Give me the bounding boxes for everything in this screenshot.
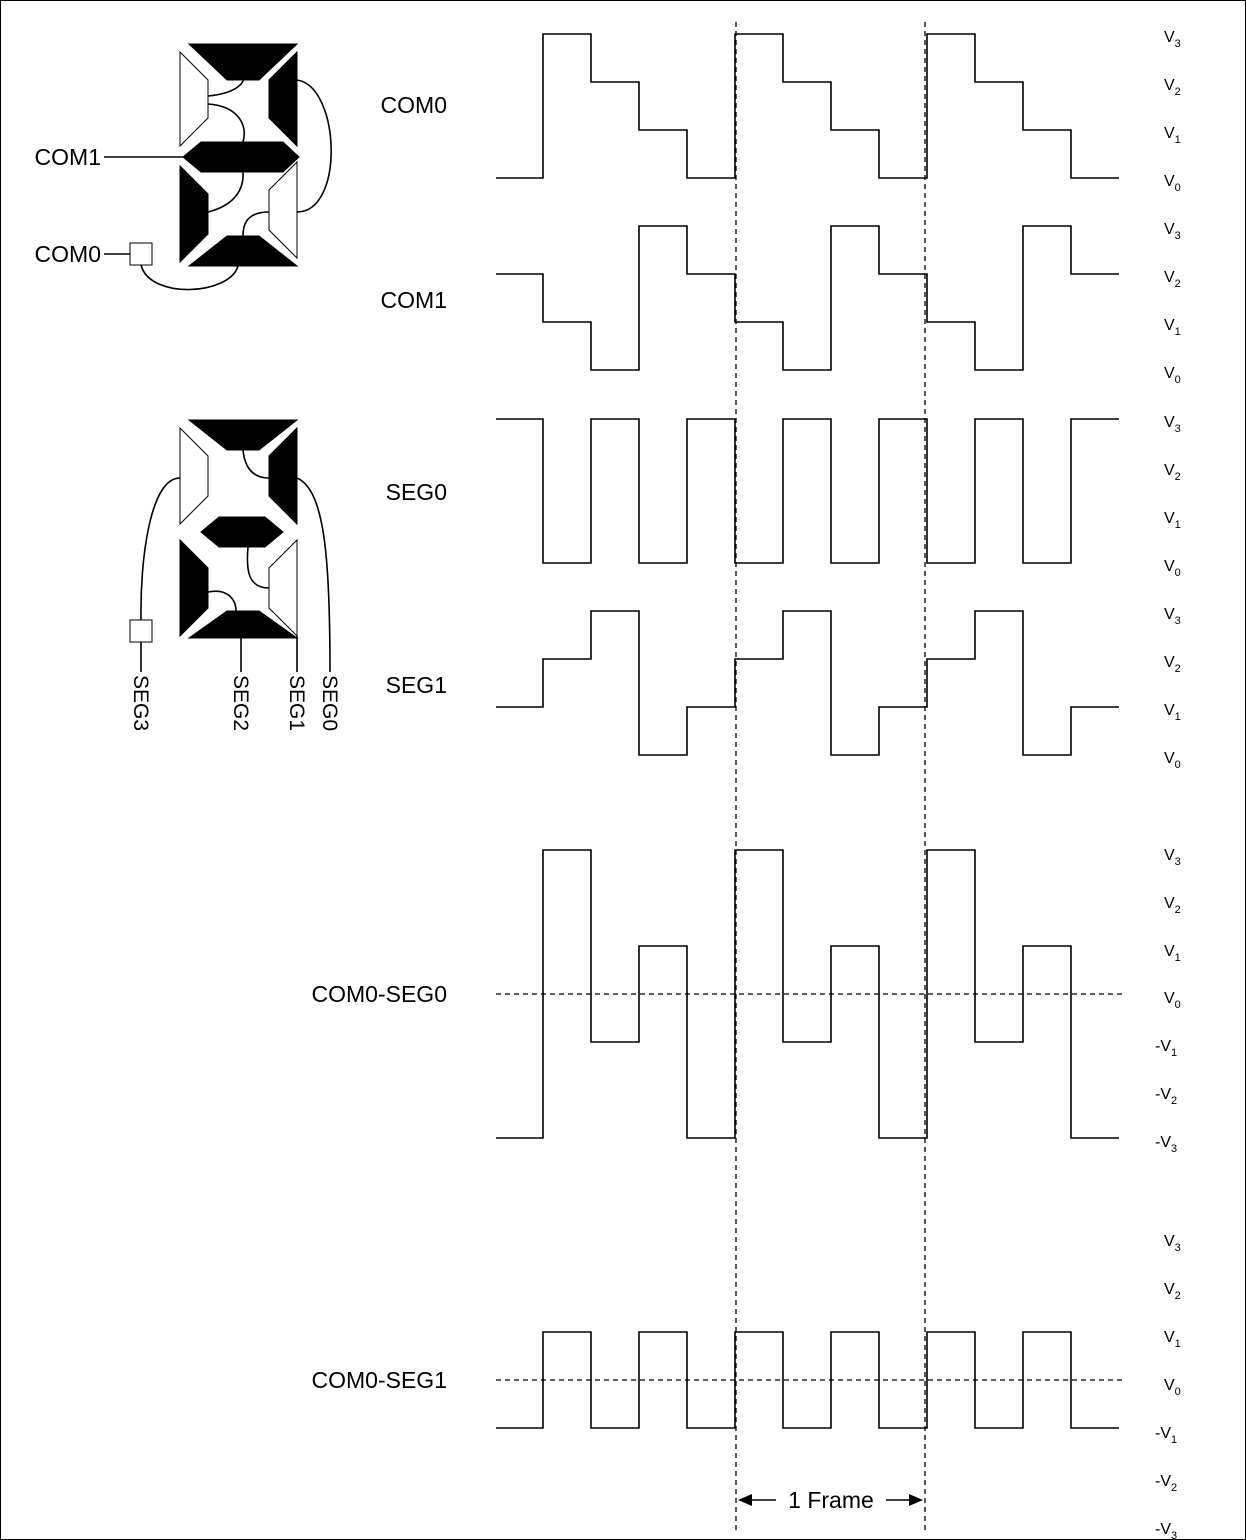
wire (296, 477, 331, 673)
wire (296, 79, 332, 213)
segment-f (179, 426, 209, 526)
voltage-level-label: V1 (1164, 125, 1181, 146)
seg3-pin-label: SEG3 (129, 675, 152, 731)
voltage-level-label: -V2 (1155, 1086, 1177, 1107)
frame-dimension: 1 Frame (738, 1487, 923, 1513)
seg2-pin-label: SEG2 (229, 675, 252, 731)
segment-a (187, 43, 299, 81)
com1-pin-label: COM1 (35, 144, 101, 170)
segment-c (268, 160, 298, 260)
voltage-level-label: V1 (1164, 1329, 1181, 1350)
segment-e (179, 164, 209, 264)
voltage-level-label: V2 (1164, 654, 1181, 675)
lcd-digit-com: COM1 COM0 (35, 43, 332, 291)
wire (207, 79, 244, 97)
voltage-level-label: -V1 (1155, 1425, 1177, 1446)
com0-seg1-waveform-label: COM0-SEG1 (312, 1367, 447, 1393)
wire (140, 477, 181, 621)
seg3-pin-box (129, 619, 153, 643)
voltage-level-label: V2 (1164, 269, 1181, 290)
lcd-digit-seg: SEG3 SEG2 SEG1 SEG0 (129, 419, 341, 731)
segment-a (187, 419, 299, 451)
voltage-level-label: V3 (1164, 847, 1181, 868)
wire (207, 590, 237, 612)
seg1-waveform-label: SEG1 (386, 672, 447, 698)
seg0-waveform (496, 418, 1119, 564)
seg0-waveform-label: SEG0 (386, 479, 447, 505)
voltage-level-label: V2 (1164, 1281, 1181, 1302)
segment-c (268, 538, 298, 638)
seg1-waveform (496, 610, 1119, 756)
arrowhead-right-icon (909, 1494, 923, 1506)
voltage-level-label: V0 (1164, 990, 1181, 1011)
frame-label: 1 Frame (788, 1487, 874, 1513)
voltage-level-label: V2 (1164, 462, 1181, 483)
wire (140, 264, 239, 291)
segment-b (268, 426, 298, 526)
wire (246, 546, 270, 589)
wire (207, 103, 245, 143)
voltage-level-label: V3 (1164, 414, 1181, 435)
arrowhead-left-icon (738, 1494, 752, 1506)
voltage-level-labels: V3V2V1V0V3V2V1V0V3V2V1V0V3V2V1V0V3V2V1V0… (1155, 29, 1181, 1540)
segment-e (179, 538, 209, 638)
segment-b (268, 50, 298, 148)
voltage-level-label: V3 (1164, 606, 1181, 627)
com0-seg0-waveform (496, 849, 1119, 1139)
com0-seg1-waveform (496, 1331, 1119, 1429)
waveforms: COM0 COM1 SEG0 SEG1 COM0-SEG0 COM0-SEG1 (312, 22, 1122, 1532)
voltage-level-label: -V3 (1155, 1521, 1177, 1540)
voltage-level-label: V3 (1164, 221, 1181, 242)
voltage-level-label: -V1 (1155, 1038, 1177, 1059)
wire (242, 211, 270, 237)
com0-seg0-waveform-label: COM0-SEG0 (312, 981, 447, 1007)
wire (207, 171, 244, 213)
voltage-level-label: V0 (1164, 173, 1181, 194)
voltage-level-label: V3 (1164, 1233, 1181, 1254)
wire (242, 449, 270, 479)
segment-d (187, 235, 299, 267)
voltage-level-label: V2 (1164, 77, 1181, 98)
voltage-level-label: V1 (1164, 317, 1181, 338)
segment-g (182, 141, 300, 173)
voltage-level-label: V0 (1164, 750, 1181, 771)
com1-waveform-label: COM1 (381, 287, 447, 313)
voltage-level-label: V1 (1164, 510, 1181, 531)
voltage-level-label: V0 (1164, 1377, 1181, 1398)
voltage-level-label: -V3 (1155, 1134, 1177, 1155)
voltage-level-label: V2 (1164, 895, 1181, 916)
segment-g (200, 516, 284, 548)
com0-waveform-label: COM0 (381, 92, 447, 118)
com0-pin-box (129, 242, 153, 266)
voltage-level-label: -V2 (1155, 1473, 1177, 1494)
voltage-level-label: V0 (1164, 365, 1181, 386)
seg1-pin-label: SEG1 (285, 675, 308, 731)
voltage-level-label: V1 (1164, 702, 1181, 723)
com0-waveform (496, 33, 1119, 179)
voltage-level-label: V1 (1164, 943, 1181, 964)
voltage-level-label: V3 (1164, 29, 1181, 50)
com0-pin-label: COM0 (35, 241, 101, 267)
com1-waveform (496, 225, 1119, 371)
seg0-pin-label: SEG0 (318, 675, 341, 731)
segment-f (179, 50, 209, 148)
voltage-level-label: V0 (1164, 558, 1181, 579)
